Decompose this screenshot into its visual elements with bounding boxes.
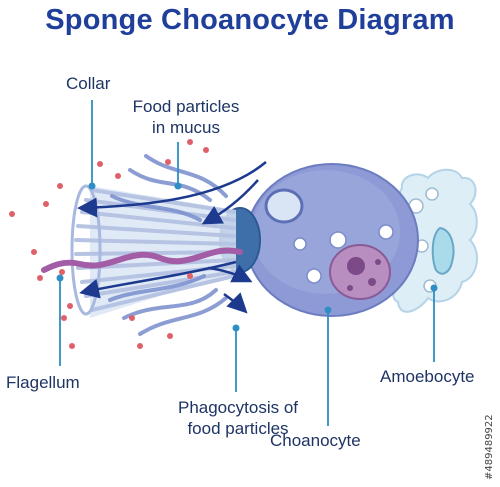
label-amoebocyte: Amoebocyte	[380, 367, 475, 386]
label-flagellum: Flagellum	[6, 373, 80, 392]
label-food-particles-line1: Food particles	[132, 97, 240, 116]
label-phagocytosis-line1: Phagocytosis of	[177, 398, 298, 417]
label-choanocyte: Choanocyte	[270, 431, 361, 450]
label-phagocytosis-line2: food particles	[187, 419, 289, 438]
flagellum	[41, 247, 243, 273]
label-food-particles-line2: in mucus	[151, 118, 221, 137]
diagram-title: Sponge Choanocyte Diagram	[45, 4, 455, 36]
stock-side-strip	[484, 0, 500, 487]
label-phagocytosis: Phagocytosis of food particles	[150, 397, 326, 439]
flow-arrows	[77, 161, 267, 314]
collar-microvilli	[70, 154, 236, 336]
choanocyte-body	[219, 163, 419, 317]
leader-lines	[59, 100, 435, 426]
leader-dots	[56, 182, 438, 332]
food-particles	[9, 139, 209, 349]
stock-id: #489489922	[484, 414, 495, 480]
label-collar: Collar	[66, 74, 111, 93]
label-food-particles: Food particles in mucus	[116, 96, 256, 138]
